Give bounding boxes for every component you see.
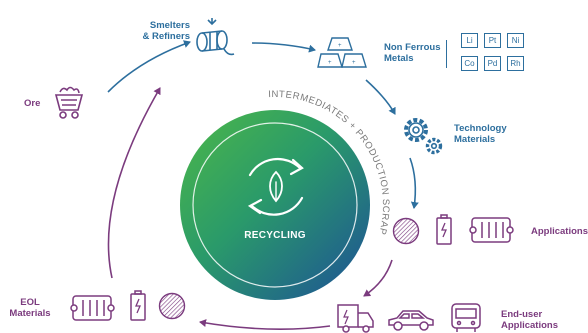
bus-icon xyxy=(449,302,483,333)
element-rh: Rh xyxy=(507,56,524,71)
arrow-smelters-to-metals xyxy=(251,42,316,53)
element-pd: Pd xyxy=(484,56,501,71)
arrow-eol-to-ore xyxy=(107,87,161,279)
recycling-circle: INTERMEDIATES + PRODUCTION SCRAP RECYCLI… xyxy=(150,80,400,330)
arrow-metals-to-technology xyxy=(365,79,396,115)
center-label: RECYCLING xyxy=(244,230,306,241)
label-divider xyxy=(446,40,447,68)
end-user-label: End-user Applications xyxy=(501,309,559,331)
svg-text:+: + xyxy=(328,60,332,66)
ingots-icon: + + + xyxy=(317,36,370,72)
cart-icon xyxy=(52,84,86,120)
arrow-ore-to-smelters xyxy=(107,40,191,93)
svg-text:+: + xyxy=(352,60,356,66)
svg-text:+: + xyxy=(338,43,342,49)
element-li: Li xyxy=(461,33,478,48)
ore-label: Ore xyxy=(24,98,41,109)
element-pt: Pt xyxy=(484,33,501,48)
element-ni: Ni xyxy=(507,33,524,48)
non-ferrous-label: Non Ferrous Metals xyxy=(384,42,441,64)
gears-icon xyxy=(398,112,446,158)
mesh-disc-icon-eol xyxy=(158,292,186,320)
recycle-leaf-icon xyxy=(247,157,304,216)
module-icon-eol xyxy=(70,294,116,322)
pipes-icon xyxy=(194,16,236,60)
arrow-technology-to-applications xyxy=(409,157,419,209)
applications-label: Applications xyxy=(531,226,588,237)
arrow-end-user-to-eol xyxy=(199,319,331,330)
eol-label: EOL Materials xyxy=(9,297,51,319)
element-co: Co xyxy=(461,56,478,71)
car-icon xyxy=(385,307,437,333)
arrow-applications-to-end-user xyxy=(363,259,393,297)
mesh-disc-icon xyxy=(392,217,420,245)
module-icon xyxy=(469,216,515,244)
technology-label: Technology Materials xyxy=(454,123,507,145)
truck-icon xyxy=(336,303,376,333)
battery-icon xyxy=(435,214,453,246)
battery-icon-eol xyxy=(129,290,147,322)
smelters-label: Smelters & Refiners xyxy=(142,20,190,42)
